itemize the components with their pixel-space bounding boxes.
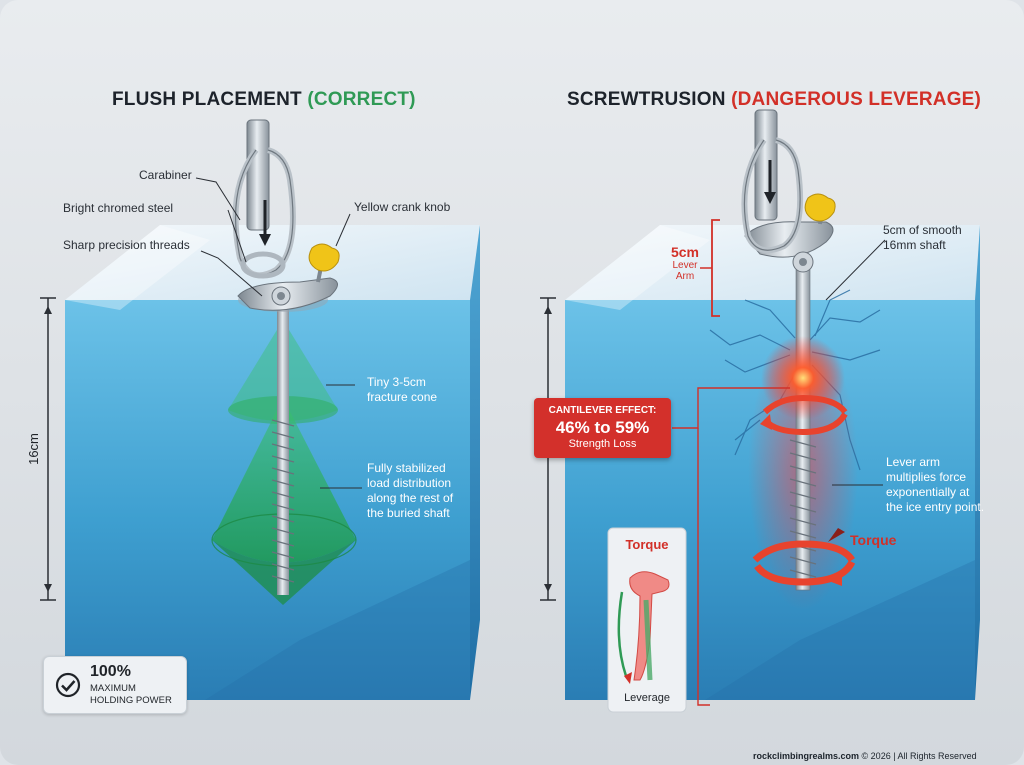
footer-site: rockclimbingrealms.com: [753, 751, 860, 761]
callout-fracture-cone: Tiny 3-5cm fracture cone: [367, 375, 438, 404]
footer-rights: © 2026 | All Rights Reserved: [859, 751, 977, 761]
left-panel-title: FLUSH PLACEMENT (CORRECT): [112, 89, 416, 110]
lever-arm-bracket: [700, 219, 720, 317]
callout-chromed-steel: Bright chromed steel: [63, 201, 174, 215]
inset-title: Torque: [625, 537, 669, 552]
right-panel-title-tag: (DANGEROUS LEVERAGE): [731, 89, 982, 110]
inset-caption: Leverage: [624, 692, 670, 704]
cantilever-heading: CANTILEVER EFFECT:: [548, 405, 657, 416]
torque-ring-upper: [760, 394, 848, 436]
cantilever-value: 46% to 59%: [555, 418, 650, 437]
red-leader-lines: [672, 387, 790, 706]
callout-carabiner: Carabiner: [139, 168, 192, 182]
badge-percent: 100%: [90, 663, 131, 680]
checkmark-circle-icon: [55, 672, 81, 698]
right-panel-title: SCREWTRUSION (DANGEROUS LEVERAGE): [567, 89, 982, 110]
inset-illustration: [607, 527, 687, 713]
lever-arm-label: 5cm Lever Arm: [670, 244, 700, 282]
cantilever-sub: Strength Loss: [568, 438, 637, 450]
callout-load-distribution: Fully stabilized load distribution along…: [367, 461, 454, 520]
badge-caption: MAXIMUM HOLDING POWER: [90, 683, 172, 706]
callout-lever-multiplies: Lever arm multiplies force exponentially…: [886, 455, 985, 514]
depth-bracket: [40, 297, 56, 601]
left-leader-lines: [195, 177, 362, 489]
torque-pointer: [828, 528, 845, 542]
callout-precision-threads: Sharp precision threads: [63, 238, 190, 252]
right-leader-lines: [825, 239, 886, 486]
holding-power-badge: 100% MAXIMUM HOLDING POWER: [43, 656, 187, 714]
torque-label: Torque: [850, 532, 897, 548]
footer-copyright: rockclimbingrealms.com © 2026 | All Righ…: [753, 751, 977, 761]
left-panel-title-tag: (CORRECT): [307, 89, 416, 110]
callout-smooth-shaft: 5cm of smooth 16mm shaft: [883, 223, 962, 252]
cantilever-effect-box: CANTILEVER EFFECT: 46% to 59% Strength L…: [534, 398, 671, 458]
torque-ring-lower: [752, 540, 856, 586]
callout-yellow-knob: Yellow crank knob: [354, 200, 451, 214]
depth-label: 16cm: [26, 433, 41, 465]
left-ice-screw: [232, 119, 340, 595]
